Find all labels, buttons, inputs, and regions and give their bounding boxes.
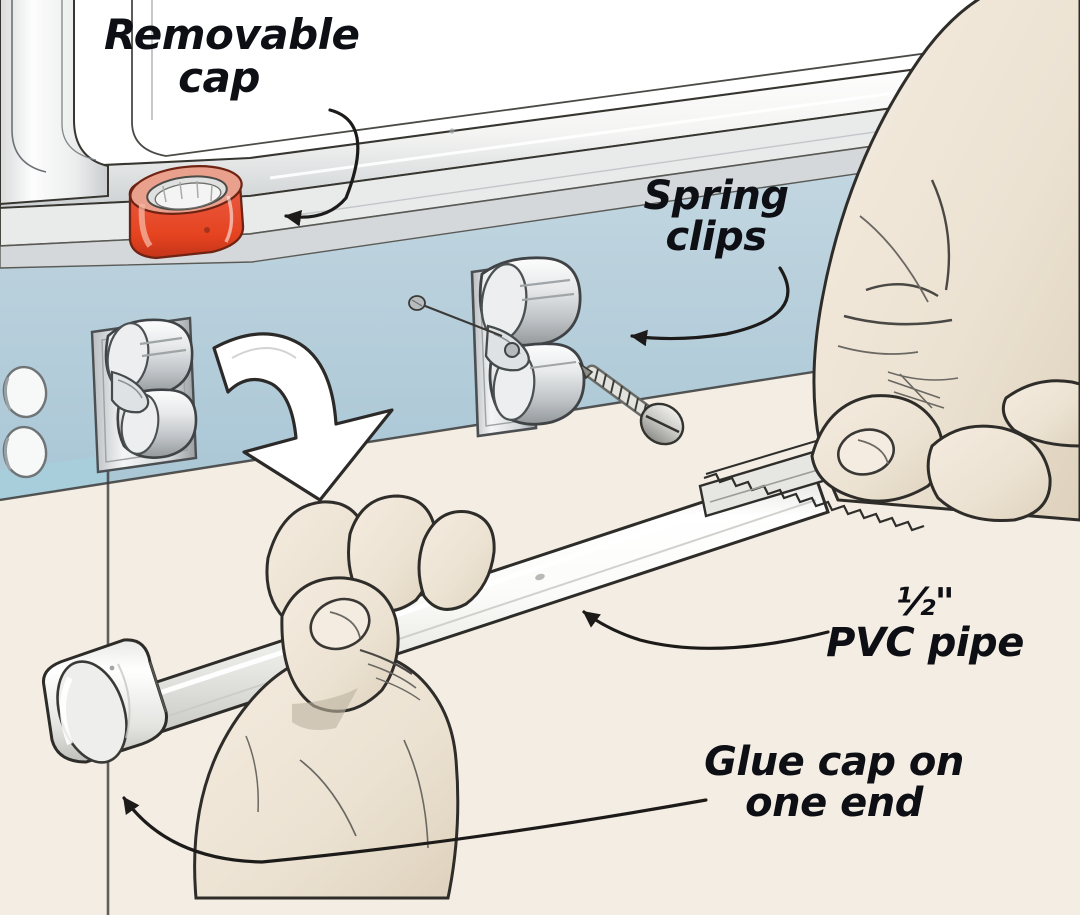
hand-left [193,494,496,900]
arrow-spring-clips [630,266,790,347]
callout-arrows [122,108,830,864]
spring-clip-upper [470,256,586,438]
label-glue-cap: Glue cap on one end [704,739,964,826]
label-pvc-pipe: ½"PVC pipe [820,582,1030,664]
screw-holes [2,365,48,479]
label-pvc-pipe-size: ½" [895,580,955,624]
label-spring-clips: Spring clips [643,173,790,260]
alignment-pin [408,295,503,337]
arrow-pvc-pipe [582,610,830,650]
mounting-screw [578,361,685,446]
spring-clip-left [90,316,198,474]
fingernail [837,428,895,476]
white-motion-arrow [212,332,394,502]
thumbnail [309,597,371,651]
arrow-glue-cap [122,796,708,864]
hand-right [810,0,1080,522]
label-removable-cap: Removable cap [104,10,360,102]
label-pvc-pipe-name: PVC pipe [826,619,1024,666]
removable-cap-fitting [128,165,245,260]
arrow-removable-cap [284,108,360,227]
